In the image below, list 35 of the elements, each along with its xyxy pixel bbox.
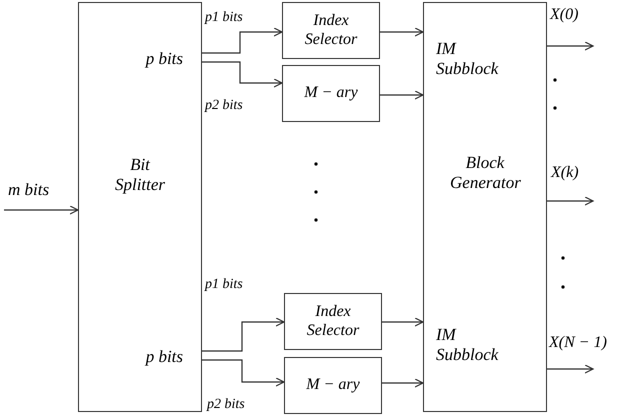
edge-label: X(0)	[550, 6, 578, 24]
block-box	[423, 2, 547, 412]
edge-label: X(k)	[551, 164, 579, 182]
arrow	[4, 205, 79, 215]
block-label: IM Subblock	[436, 39, 500, 78]
block-label: IM Subblock	[436, 325, 500, 364]
arrow	[547, 41, 594, 51]
process-box	[284, 357, 382, 414]
arrow	[202, 317, 285, 352]
arrow	[380, 27, 424, 37]
block-label: M − ary	[303, 84, 359, 103]
arrow	[202, 359, 285, 387]
edge-label: p1 bits	[205, 10, 243, 26]
arrow	[547, 364, 594, 374]
process-box	[282, 2, 380, 59]
edge-label: p2 bits	[207, 397, 245, 412]
block-label: Bit Splitter	[114, 155, 166, 194]
arrow	[382, 378, 424, 388]
arrow	[202, 27, 283, 54]
edge-label: p2 bits	[205, 98, 243, 114]
block-label: p bits	[146, 49, 183, 69]
process-box	[284, 293, 382, 350]
arrow	[547, 196, 594, 206]
arrow	[382, 317, 424, 327]
arrow	[380, 90, 424, 100]
block-label: Index Selector	[304, 12, 358, 49]
process-box	[282, 65, 380, 122]
edge-label: p1 bits	[205, 277, 243, 292]
block-label: Index Selector	[306, 303, 360, 340]
block-label: p bits	[146, 347, 183, 367]
block-box	[78, 2, 202, 412]
block-label: Block Generator	[449, 153, 522, 192]
block-label: M − ary	[305, 376, 361, 395]
edge-label: X(N − 1)	[549, 334, 607, 352]
arrow	[202, 61, 283, 88]
